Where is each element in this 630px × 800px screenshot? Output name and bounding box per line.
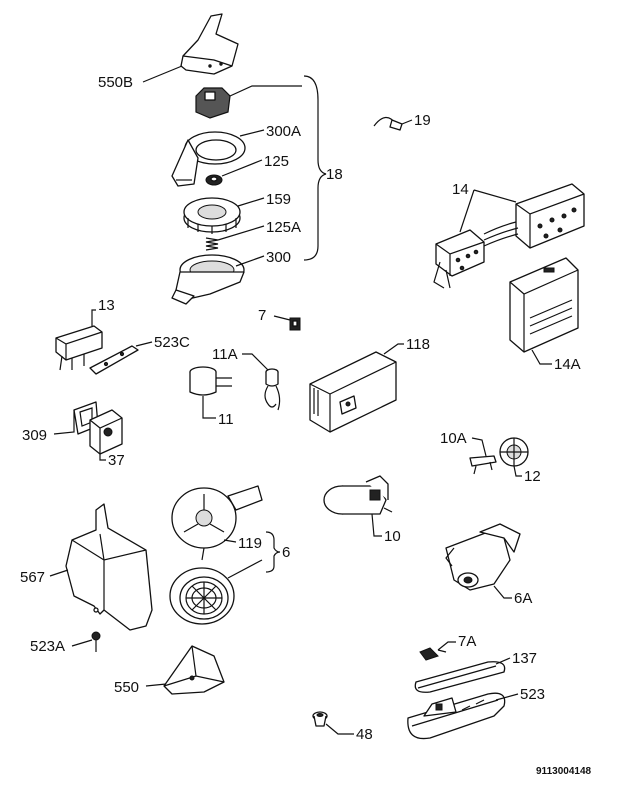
part-300a-housing (171, 131, 246, 187)
part-motor-top (195, 85, 302, 119)
label-14a: 14A (554, 356, 581, 373)
label-12: 12 (524, 468, 541, 485)
leader-37 (99, 454, 106, 461)
leader-309 (53, 410, 75, 435)
part-12-cap (499, 437, 529, 467)
leader-48 (325, 723, 354, 735)
label-48: 48 (356, 726, 373, 743)
leader-119 (223, 539, 237, 543)
label-37: 37 (108, 452, 125, 469)
leader-10 (371, 513, 382, 537)
part-fan-grille (169, 567, 235, 625)
label-14: 14 (452, 181, 469, 198)
label-523a: 523A (30, 638, 65, 655)
label-300a: 300A (266, 123, 301, 140)
leader-523 (495, 693, 519, 701)
part-14-display-board (433, 229, 485, 289)
part-6a-valve (445, 523, 521, 591)
part-550-cover (163, 645, 225, 695)
leader-550b (142, 65, 183, 83)
part-118-box (309, 351, 397, 433)
part-159-impeller (183, 197, 241, 234)
part-11a-capacitor (264, 368, 281, 411)
wiring-harness-14 (483, 221, 519, 247)
leader-10a (471, 437, 487, 457)
leader-125a (217, 225, 265, 241)
leader-300 (235, 255, 265, 267)
leader-550 (145, 683, 167, 687)
leader-11a (242, 353, 269, 371)
label-18: 18 (326, 166, 343, 183)
label-309: 309 (22, 427, 47, 444)
leader-125 (221, 159, 263, 177)
part-523a-screw (91, 631, 101, 652)
leader-137 (495, 657, 511, 665)
label-159: 159 (266, 191, 291, 208)
leader-6a (493, 585, 512, 599)
leader-7a (437, 641, 456, 651)
leader-7 (273, 315, 291, 321)
part-11-capacitor (189, 366, 232, 396)
label-125: 125 (264, 153, 289, 170)
leader-523c (135, 341, 153, 347)
part-137-cover (414, 661, 506, 693)
leader-300a (239, 129, 265, 137)
leader-567 (49, 569, 69, 577)
leader-118 (383, 343, 404, 355)
label-13: 13 (98, 297, 115, 314)
part-119-fan-scroll (171, 485, 263, 561)
diagram-number: 9113004148 (536, 766, 592, 777)
leader-14a (531, 349, 552, 365)
label-523: 523 (520, 686, 545, 703)
part-523-tray (407, 692, 506, 740)
label-11: 11 (218, 411, 234, 428)
part-10-pump (323, 475, 393, 515)
leader-523a (71, 639, 93, 647)
label-19: 19 (414, 112, 431, 129)
bracket-18 (303, 75, 327, 261)
label-7a: 7A (458, 633, 476, 650)
part-48-grommet (312, 711, 328, 727)
part-7a-clip (419, 647, 447, 661)
label-10a: 10A (440, 430, 467, 447)
label-119: 119 (238, 535, 262, 552)
part-14-control-board (515, 183, 585, 249)
leader-13 (91, 309, 96, 326)
part-125a-spring (205, 237, 219, 251)
leader-14 (459, 189, 517, 233)
part-19-clip (373, 116, 403, 131)
part-37-clamp (89, 409, 123, 455)
label-118: 118 (406, 336, 430, 353)
part-125-washer (205, 174, 223, 186)
label-137: 137 (512, 650, 537, 667)
label-523c: 523C (154, 334, 190, 351)
leader-11 (202, 396, 216, 419)
part-523c-bracket (89, 345, 139, 375)
label-125a: 125A (266, 219, 301, 236)
part-7-fitting (289, 317, 301, 331)
label-300: 300 (266, 249, 291, 266)
label-550: 550 (114, 679, 139, 696)
part-300-housing (171, 254, 245, 305)
part-10a-terminal (469, 455, 497, 475)
bracket-6 (265, 531, 281, 573)
label-567: 567 (20, 569, 45, 586)
leader-fan-grille (227, 559, 263, 579)
label-7: 7 (258, 307, 266, 324)
part-14a-module (509, 257, 579, 353)
label-550b: 550B (98, 74, 133, 91)
part-13-switch (55, 325, 103, 371)
leader-159 (237, 197, 265, 207)
part-550b-cover (180, 13, 239, 75)
label-11a: 11A (212, 346, 238, 363)
leader-12 (513, 465, 522, 477)
label-10: 10 (384, 528, 401, 545)
leader-19 (401, 119, 413, 125)
part-567-duct (65, 503, 153, 631)
label-6: 6 (282, 544, 290, 561)
label-6a: 6A (514, 590, 532, 607)
